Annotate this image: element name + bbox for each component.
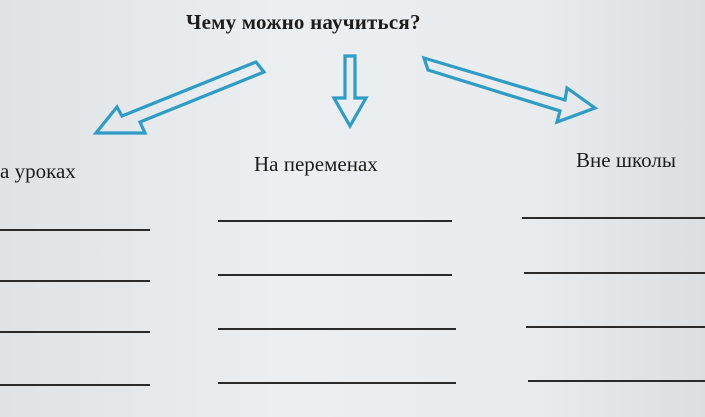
answer-line[interactable] xyxy=(524,272,705,274)
arrow-down-icon xyxy=(331,54,369,130)
answer-line[interactable] xyxy=(0,229,150,231)
answer-line[interactable] xyxy=(0,331,150,333)
arrow-left-icon xyxy=(92,60,267,135)
answer-line[interactable] xyxy=(528,380,705,382)
column-label-lessons: а уроках xyxy=(0,159,76,183)
answer-line[interactable] xyxy=(526,326,705,328)
column-label-breaks: На переменах xyxy=(254,152,378,176)
arrow-right-icon xyxy=(421,55,599,125)
answer-line[interactable] xyxy=(0,280,150,282)
answer-line[interactable] xyxy=(218,220,452,222)
answer-line[interactable] xyxy=(522,217,705,219)
question-heading: Чему можно научиться? xyxy=(186,10,421,34)
column-label-outside-school: Вне школы xyxy=(576,148,676,172)
answer-line[interactable] xyxy=(218,382,456,384)
answer-line[interactable] xyxy=(218,274,452,276)
answer-line[interactable] xyxy=(0,384,150,386)
answer-line[interactable] xyxy=(218,328,456,330)
